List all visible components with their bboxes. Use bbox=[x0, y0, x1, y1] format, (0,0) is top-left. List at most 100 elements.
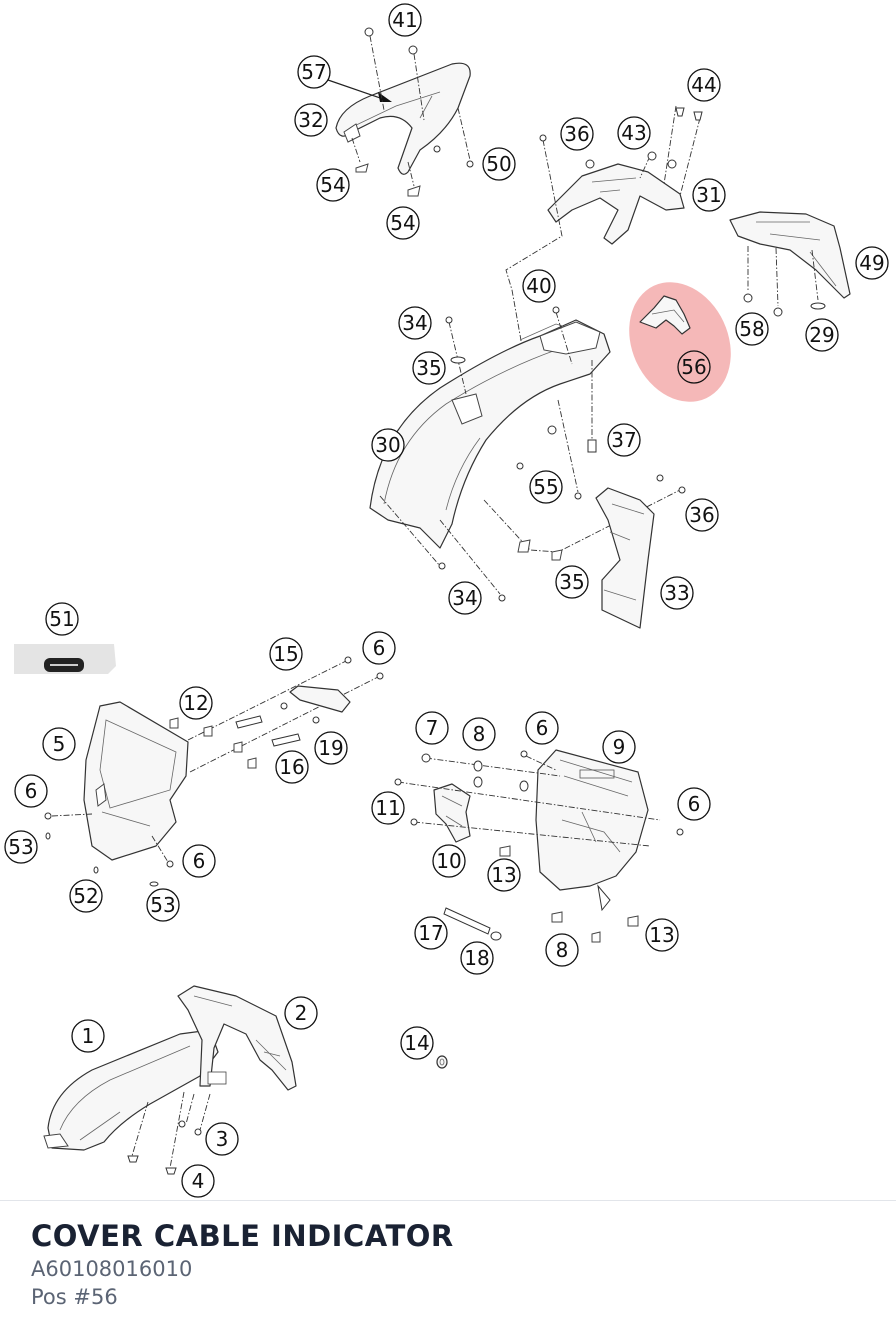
callout-35[interactable]: 35 bbox=[555, 565, 589, 599]
callout-18[interactable]: 18 bbox=[460, 941, 494, 975]
part-headlight-mask[interactable] bbox=[83, 701, 189, 861]
svg-text:6: 6 bbox=[373, 636, 386, 660]
callout-36[interactable]: 36 bbox=[560, 117, 594, 151]
callout-2[interactable]: 2 bbox=[284, 996, 318, 1030]
leader-57 bbox=[327, 79, 387, 101]
callout-17[interactable]: 17 bbox=[414, 916, 448, 950]
svg-text:13: 13 bbox=[649, 923, 674, 947]
svg-text:33: 33 bbox=[664, 581, 689, 605]
callout-50[interactable]: 50 bbox=[482, 147, 516, 181]
callout-1[interactable]: 1 bbox=[71, 1019, 105, 1053]
callout-6[interactable]: 6 bbox=[14, 774, 48, 808]
svg-text:57: 57 bbox=[301, 60, 326, 84]
callout-30[interactable]: 30 bbox=[371, 428, 405, 462]
callout-14[interactable]: 14 bbox=[400, 1026, 434, 1060]
svg-text:34: 34 bbox=[452, 586, 477, 610]
part-headlight-housing[interactable] bbox=[535, 749, 649, 891]
callout-53[interactable]: 53 bbox=[146, 888, 180, 922]
callout-6[interactable]: 6 bbox=[362, 631, 396, 665]
svg-text:15: 15 bbox=[273, 642, 298, 666]
callout-40[interactable]: 40 bbox=[522, 269, 556, 303]
svg-text:14: 14 bbox=[404, 1031, 429, 1055]
svg-text:3: 3 bbox=[216, 1127, 229, 1151]
svg-text:6: 6 bbox=[193, 849, 206, 873]
callout-19[interactable]: 19 bbox=[314, 731, 348, 765]
callout-3[interactable]: 3 bbox=[205, 1122, 239, 1156]
callout-8[interactable]: 8 bbox=[545, 933, 579, 967]
callout-44[interactable]: 44 bbox=[687, 68, 721, 102]
exploded-parts-diagram: 41 57 32 50 54 54 44 36 43 31 49 40 34 3… bbox=[4, 3, 889, 1198]
part-tail-light[interactable] bbox=[729, 211, 851, 299]
callout-16[interactable]: 16 bbox=[275, 750, 309, 784]
callout-52[interactable]: 52 bbox=[69, 879, 103, 913]
part-headlight-bracket[interactable] bbox=[169, 685, 351, 769]
svg-text:49: 49 bbox=[859, 251, 884, 275]
svg-text:2: 2 bbox=[295, 1001, 308, 1025]
svg-text:6: 6 bbox=[688, 792, 701, 816]
svg-text:56: 56 bbox=[681, 355, 706, 379]
callout-12[interactable]: 12 bbox=[179, 686, 213, 720]
callout-53[interactable]: 53 bbox=[4, 830, 38, 864]
callout-29[interactable]: 29 bbox=[805, 318, 839, 352]
highlight-glow-part-56 bbox=[629, 282, 731, 402]
callout-13[interactable]: 13 bbox=[487, 858, 521, 892]
callout-54[interactable]: 54 bbox=[316, 168, 350, 202]
svg-text:16: 16 bbox=[279, 755, 304, 779]
callout-6[interactable]: 6 bbox=[677, 787, 711, 821]
svg-text:35: 35 bbox=[416, 356, 441, 380]
part-rear-bracket[interactable] bbox=[547, 163, 685, 245]
callout-9[interactable]: 9 bbox=[602, 730, 636, 764]
svg-text:52: 52 bbox=[73, 884, 98, 908]
callout-8[interactable]: 8 bbox=[462, 717, 496, 751]
part-rear-seat-cowl[interactable] bbox=[335, 62, 471, 175]
callout-5[interactable]: 5 bbox=[42, 727, 76, 761]
svg-text:8: 8 bbox=[473, 722, 486, 746]
callout-54[interactable]: 54 bbox=[386, 206, 420, 240]
callout-56-highlighted[interactable]: 56 bbox=[677, 350, 711, 384]
svg-text:51: 51 bbox=[49, 607, 74, 631]
callout-37[interactable]: 37 bbox=[607, 423, 641, 457]
svg-text:36: 36 bbox=[564, 122, 589, 146]
svg-text:6: 6 bbox=[536, 716, 549, 740]
svg-text:9: 9 bbox=[613, 735, 626, 759]
callout-36[interactable]: 36 bbox=[685, 498, 719, 532]
part-grommet[interactable] bbox=[436, 1055, 448, 1069]
callout-34[interactable]: 34 bbox=[448, 581, 482, 615]
part-rear-fender[interactable] bbox=[369, 319, 611, 549]
part-fender-bracket[interactable] bbox=[177, 985, 297, 1091]
svg-text:10: 10 bbox=[436, 849, 461, 873]
callout-31[interactable]: 31 bbox=[692, 178, 726, 212]
part-front-fender[interactable] bbox=[43, 1029, 219, 1151]
part-side-cover[interactable] bbox=[595, 487, 655, 629]
callout-43[interactable]: 43 bbox=[617, 116, 651, 150]
callout-41[interactable]: 41 bbox=[388, 3, 422, 37]
part-cover-cable-indicator[interactable] bbox=[639, 295, 691, 335]
callout-34[interactable]: 34 bbox=[398, 306, 432, 340]
svg-text:29: 29 bbox=[809, 323, 834, 347]
svg-text:37: 37 bbox=[611, 428, 636, 452]
callout-6[interactable]: 6 bbox=[182, 844, 216, 878]
callout-57[interactable]: 57 bbox=[297, 55, 331, 89]
callout-58[interactable]: 58 bbox=[735, 312, 769, 346]
svg-text:12: 12 bbox=[183, 691, 208, 715]
part-info-panel: COVER CABLE INDICATOR A60108016010 Pos #… bbox=[0, 1200, 896, 1336]
svg-text:40: 40 bbox=[526, 274, 551, 298]
callout-10[interactable]: 10 bbox=[432, 844, 466, 878]
svg-text:55: 55 bbox=[533, 475, 558, 499]
callout-4[interactable]: 4 bbox=[181, 1164, 215, 1198]
callout-51[interactable]: 51 bbox=[45, 602, 79, 636]
callout-13[interactable]: 13 bbox=[645, 918, 679, 952]
callout-15[interactable]: 15 bbox=[269, 637, 303, 671]
part-decal[interactable] bbox=[14, 644, 116, 674]
callout-55[interactable]: 55 bbox=[529, 470, 563, 504]
callout-7[interactable]: 7 bbox=[415, 711, 449, 745]
callout-6[interactable]: 6 bbox=[525, 711, 559, 745]
callout-35[interactable]: 35 bbox=[412, 351, 446, 385]
svg-text:58: 58 bbox=[739, 317, 764, 341]
part-light-bracket[interactable] bbox=[433, 783, 471, 843]
callout-49[interactable]: 49 bbox=[855, 246, 889, 280]
svg-text:41: 41 bbox=[392, 8, 417, 32]
callout-33[interactable]: 33 bbox=[660, 576, 694, 610]
callout-11[interactable]: 11 bbox=[371, 791, 405, 825]
callout-32[interactable]: 32 bbox=[294, 103, 328, 137]
